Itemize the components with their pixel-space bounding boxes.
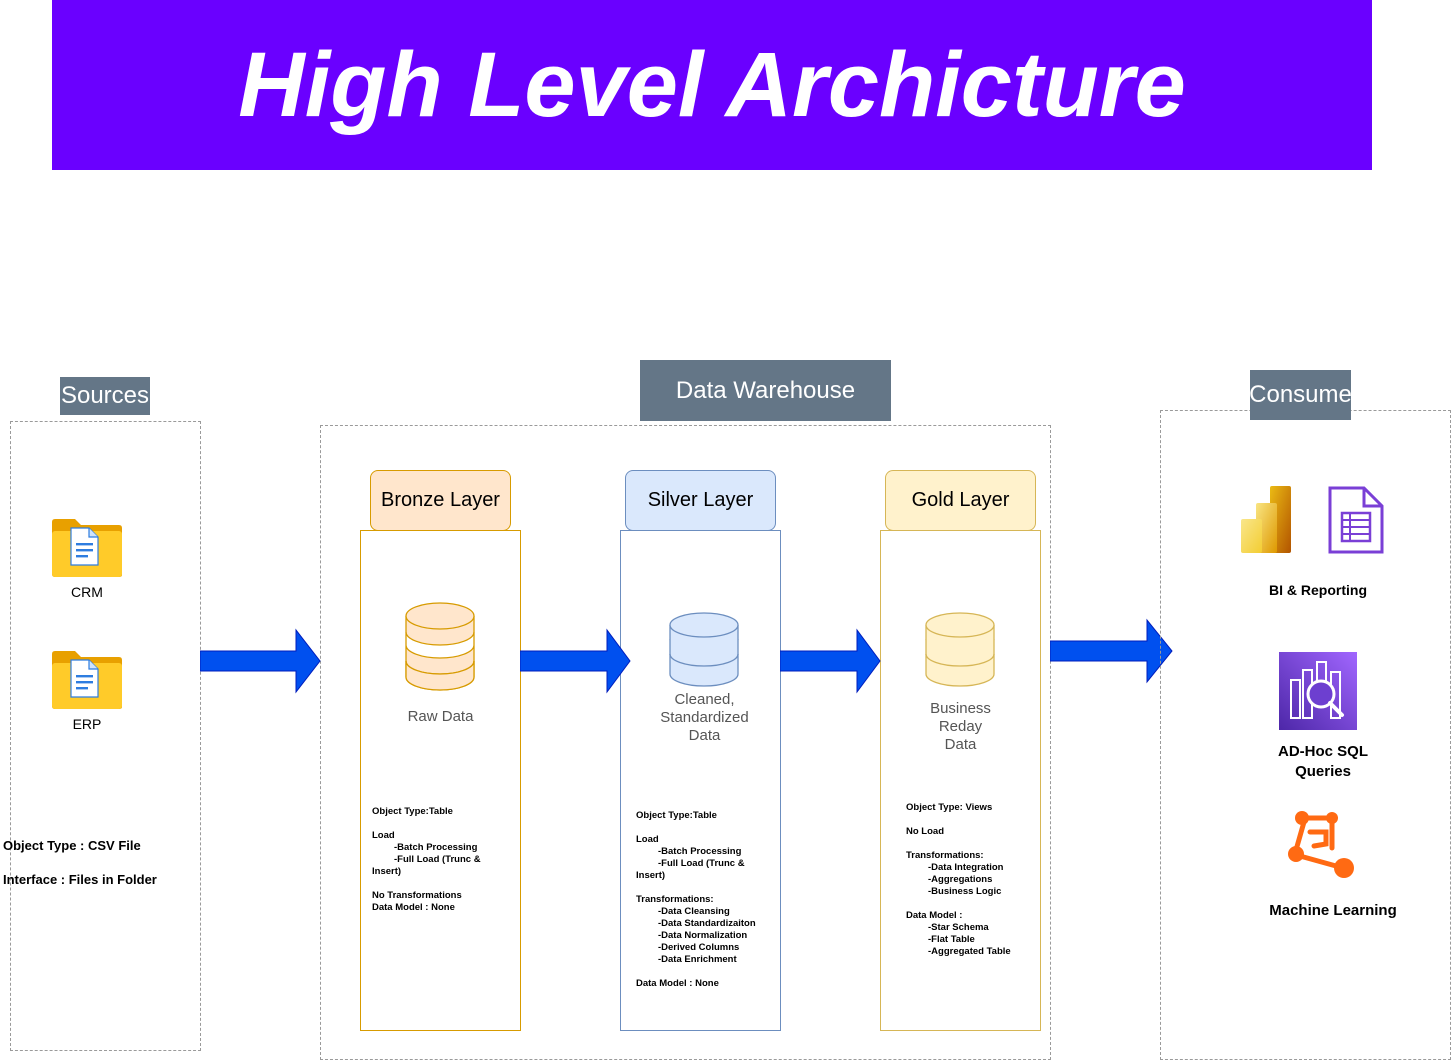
consume-label: Consume [1249,370,1352,420]
notes-line: No Transformations [372,890,462,901]
notes-line: -Business Logic [928,886,1002,897]
flow-arrow [780,628,881,694]
title-banner: High Level Archicture [52,0,1372,170]
flow-arrow [1050,618,1173,684]
consume-ml-label: Machine Learning [1269,902,1397,919]
source-interface: Interface : Files in Folder [3,872,157,887]
notes-line: -Full Load (Trunc & [658,858,745,869]
power-bi-icon [1241,486,1291,553]
bronze-notes: Object Type:Table Load-Batch Processing-… [372,806,481,914]
notes-line: -Data Integration [928,862,1004,873]
data-warehouse-label: Data Warehouse [640,360,891,421]
sources-label: Sources [60,377,150,415]
notes-line: No Load [906,826,944,837]
flow-arrow [200,628,321,694]
consume-container [1160,410,1451,1060]
notes-line: -Data Enrichment [658,954,737,965]
flow-arrow [520,628,631,694]
folder-document-icon [52,519,122,577]
notes-line: -Data Standardizaiton [658,918,756,929]
source-object-type: Object Type : CSV File [3,838,141,853]
folder-document-icon [52,651,122,709]
notes-line: -Star Schema [928,922,989,933]
notes-line: -Batch Processing [394,842,478,853]
notes-line: Data Model : None [372,902,455,913]
notes-line: Load [372,830,395,841]
page-title: High Level Archicture [238,33,1186,136]
silver-layer-header: Silver Layer [625,470,776,531]
notes-line: -Data Normalization [658,930,748,941]
notes-line: -Flat Table [928,934,975,945]
notes-line [372,878,481,890]
sql-analytics-icon [1279,652,1357,730]
notes-line [636,966,756,978]
notes-line: Data Model : [906,910,963,921]
database-icon [925,612,995,687]
data-warehouse-container [320,425,1051,1060]
notes-line: -Derived Columns [658,942,740,953]
gold-layer-box [880,530,1041,1031]
notes-line: Transformations: [906,850,984,861]
notes-line: Transformations: [636,894,714,905]
notes-line [906,814,1011,826]
machine-learning-icon [1288,811,1354,878]
notes-line: -Data Cleansing [658,906,730,917]
notes-line: Load [636,834,659,845]
bronze-layer-header: Bronze Layer [370,470,511,531]
database-icon [669,612,739,687]
bronze-caption: Raw Data [407,708,474,725]
notes-line: -Batch Processing [658,846,742,857]
consume-sql-label: AD-Hoc SQL Queries [1278,743,1368,780]
notes-line: Insert) [636,870,666,881]
source-crm-label: CRM [71,584,103,600]
notes-line: -Aggregated Table [928,946,1011,957]
sources-container [10,421,201,1051]
report-document-icon [1328,486,1384,554]
notes-line [636,882,756,894]
notes-line: -Full Load (Trunc & [394,854,481,865]
silver-notes: Object Type:Table Load-Batch Processing-… [636,810,756,990]
notes-line: Data Model : None [636,978,719,989]
notes-line: -Aggregations [928,874,993,885]
notes-line: Object Type: Views [906,802,993,813]
gold-layer-header: Gold Layer [885,470,1036,531]
notes-line: Insert) [372,866,402,877]
database-icon [405,602,475,691]
source-erp-label: ERP [72,716,102,732]
notes-line: Object Type:Table [372,806,453,817]
consume-bi-label: BI & Reporting [1269,582,1367,598]
silver-caption: Cleaned, Standardized Data [660,691,749,744]
notes-line [906,898,1011,910]
notes-line: Object Type:Table [636,810,717,821]
gold-notes: Object Type: Views No Load Transformatio… [906,802,1011,958]
gold-caption: Business Reday Data [930,700,991,753]
notes-line [636,822,756,834]
notes-line [906,838,1011,850]
silver-layer-box [620,530,781,1031]
bronze-layer-box [360,530,521,1031]
notes-line [372,818,481,830]
